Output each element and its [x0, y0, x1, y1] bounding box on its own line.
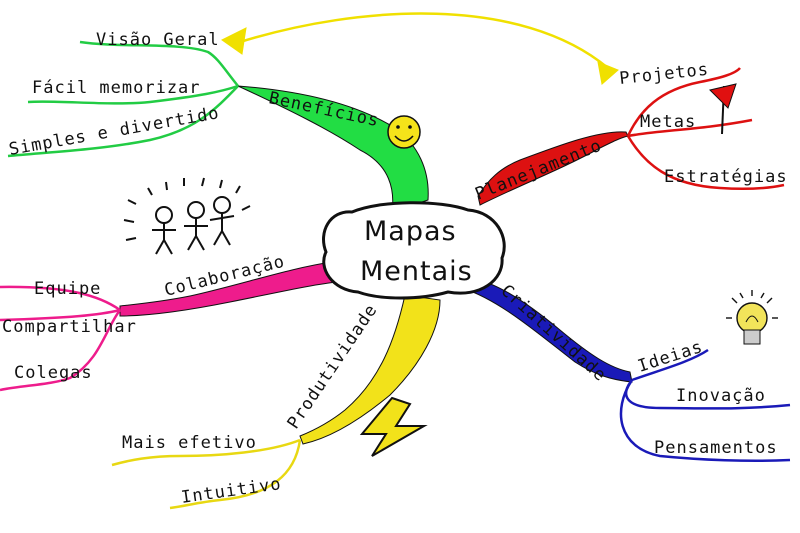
lightbulb-icon [726, 290, 778, 345]
leaf-estrategias: Estratégias [664, 167, 788, 187]
lightning-icon [359, 396, 428, 457]
branch-planejamento: Planejamento Projetos Metas Estratégias [472, 60, 788, 206]
leaf-colegas: Colegas [14, 363, 93, 383]
branch-label-planejamento: Planejamento [472, 136, 605, 205]
connector-arrow [221, 12, 619, 85]
leaf-mais-efetivo: Mais efetivo [122, 433, 257, 453]
central-title-line1: Mapas [364, 216, 457, 247]
leaf-pensamentos: Pensamentos [654, 438, 778, 458]
flag-icon [709, 83, 737, 135]
people-icon [123, 177, 251, 255]
branch-beneficios: Benefícios Visão Geral Fácil memorizar S… [7, 30, 429, 213]
leaf-metas: Metas [640, 112, 696, 132]
central-node: Mapas Mentais [322, 201, 506, 300]
leaf-projetos: Projetos [618, 60, 709, 89]
smiley-icon [387, 115, 421, 149]
leaf-compartilhar: Compartilhar [2, 317, 137, 337]
leaf-intuitivo: Intuitivo [180, 474, 283, 508]
leaf-inovacao: Inovação [676, 386, 766, 406]
leaf-equipe: Equipe [34, 279, 101, 299]
leaf-facil-memorizar: Fácil memorizar [32, 78, 201, 98]
central-title-line2: Mentais [360, 256, 473, 287]
branch-colaboracao: Colaboração Equipe Compartilhar Colegas [0, 252, 339, 392]
branch-label-criatividade: Criatividade [497, 281, 611, 386]
leaf-visao-geral: Visão Geral [96, 30, 220, 50]
leaf-simples-divertido: Simples e divertido [7, 103, 221, 160]
leaf-ideias: Ideias [635, 337, 705, 377]
